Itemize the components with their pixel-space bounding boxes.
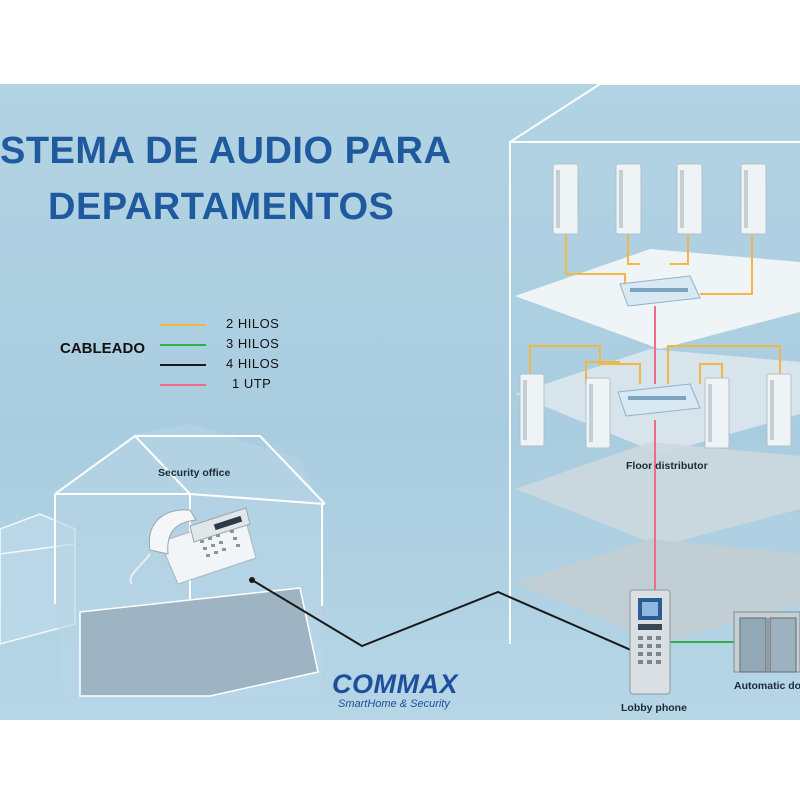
legend-label: 3 HILOS xyxy=(226,336,280,351)
floor-distributor-top xyxy=(619,275,701,307)
legend-swatch xyxy=(160,324,206,326)
apartment-tower xyxy=(509,84,800,644)
legend-item-2-hilos: 2 HILOS xyxy=(160,316,310,334)
legend-label: 2 HILOS xyxy=(226,316,280,331)
legend-swatch xyxy=(160,364,206,366)
brand-tagline: SmartHome & Security xyxy=(338,698,450,710)
floor-slab-lower xyxy=(515,442,800,546)
legend-item-1-utp: 1 UTP xyxy=(160,376,310,394)
title-line-1: STEMA DE AUDIO PARA xyxy=(0,130,452,172)
legend-label: 1 UTP xyxy=(232,376,272,391)
brand-name: COMMAX xyxy=(332,669,458,699)
security-office-label: Security office xyxy=(158,467,231,479)
floor-distributor-label: Floor distributor xyxy=(626,460,708,472)
desk-phone xyxy=(129,507,257,585)
office-floor xyxy=(79,587,319,697)
automatic-door xyxy=(733,611,800,673)
title-line-2: DEPARTAMENTOS xyxy=(48,186,395,228)
legend-label: 4 HILOS xyxy=(226,356,280,371)
lobby-phone xyxy=(629,589,671,695)
four-wire-line xyxy=(251,579,641,655)
legend-swatch xyxy=(160,344,206,346)
automatic-door-label: Automatic do xyxy=(734,680,800,692)
middle-floor-wiring xyxy=(529,345,781,384)
floor-distributor-middle xyxy=(617,383,701,417)
lobby-phone-label: Lobby phone xyxy=(621,702,687,714)
legend-item-3-hilos: 3 HILOS xyxy=(160,336,310,354)
top-floor-wiring xyxy=(565,234,753,295)
legend-heading: CABLEADO xyxy=(60,340,145,357)
commax-logo: COMMAX SmartHome & Security xyxy=(332,670,458,710)
legend-item-4-hilos: 4 HILOS xyxy=(160,356,310,374)
building-scene xyxy=(0,84,800,697)
diagram-panel: STEMA DE AUDIO PARA DEPARTAMENTOS CABLEA… xyxy=(0,84,800,720)
legend-swatch xyxy=(160,384,206,386)
top-floor-handsets xyxy=(552,163,767,235)
